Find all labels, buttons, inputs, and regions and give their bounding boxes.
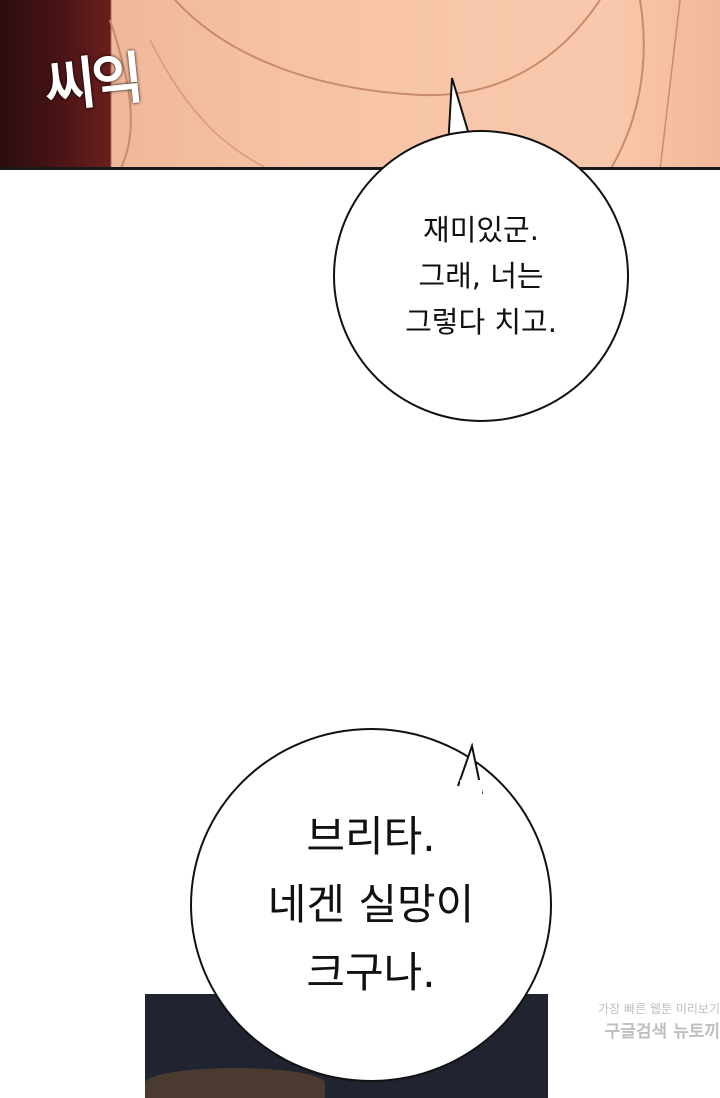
face-contour-art bbox=[109, 0, 681, 170]
bubble-2-line-3: 크구나. bbox=[306, 948, 436, 997]
bubble-1-line-3: 그렇다 치고. bbox=[405, 305, 557, 339]
bubble-1-line-2: 그래, 너는 bbox=[418, 259, 544, 293]
speech-bubble-2: 브리타. 네겐 실망이 크구나. bbox=[190, 728, 552, 1082]
watermark-line-2: 구글검색 뉴토끼 bbox=[604, 1022, 720, 1042]
speech-bubble-1: 재미있군. 그래, 너는 그렇다 치고. bbox=[333, 130, 629, 422]
bubble-2-line-2: 네겐 실망이 bbox=[267, 880, 475, 929]
bubble-2-line-1: 브리타. bbox=[306, 812, 436, 861]
watermark: 가장 빠른 웹툰 미리보기 구글검색 뉴토끼 bbox=[548, 1000, 720, 1042]
character-hair-art bbox=[145, 1068, 325, 1098]
speech-bubble-tail-2 bbox=[457, 742, 483, 796]
panel-divider bbox=[0, 167, 720, 170]
speech-bubble-2-text: 브리타. 네겐 실망이 크구나. bbox=[268, 803, 475, 1007]
top-panel-art: 씨익 bbox=[0, 0, 720, 170]
sound-effect-text: 씨익 bbox=[41, 46, 143, 121]
bubble-1-line-1: 재미있군. bbox=[423, 213, 539, 247]
speech-bubble-1-text: 재미있군. 그래, 너는 그렇다 치고. bbox=[405, 207, 557, 345]
watermark-line-1: 가장 빠른 웹툰 미리보기 bbox=[598, 1002, 720, 1016]
